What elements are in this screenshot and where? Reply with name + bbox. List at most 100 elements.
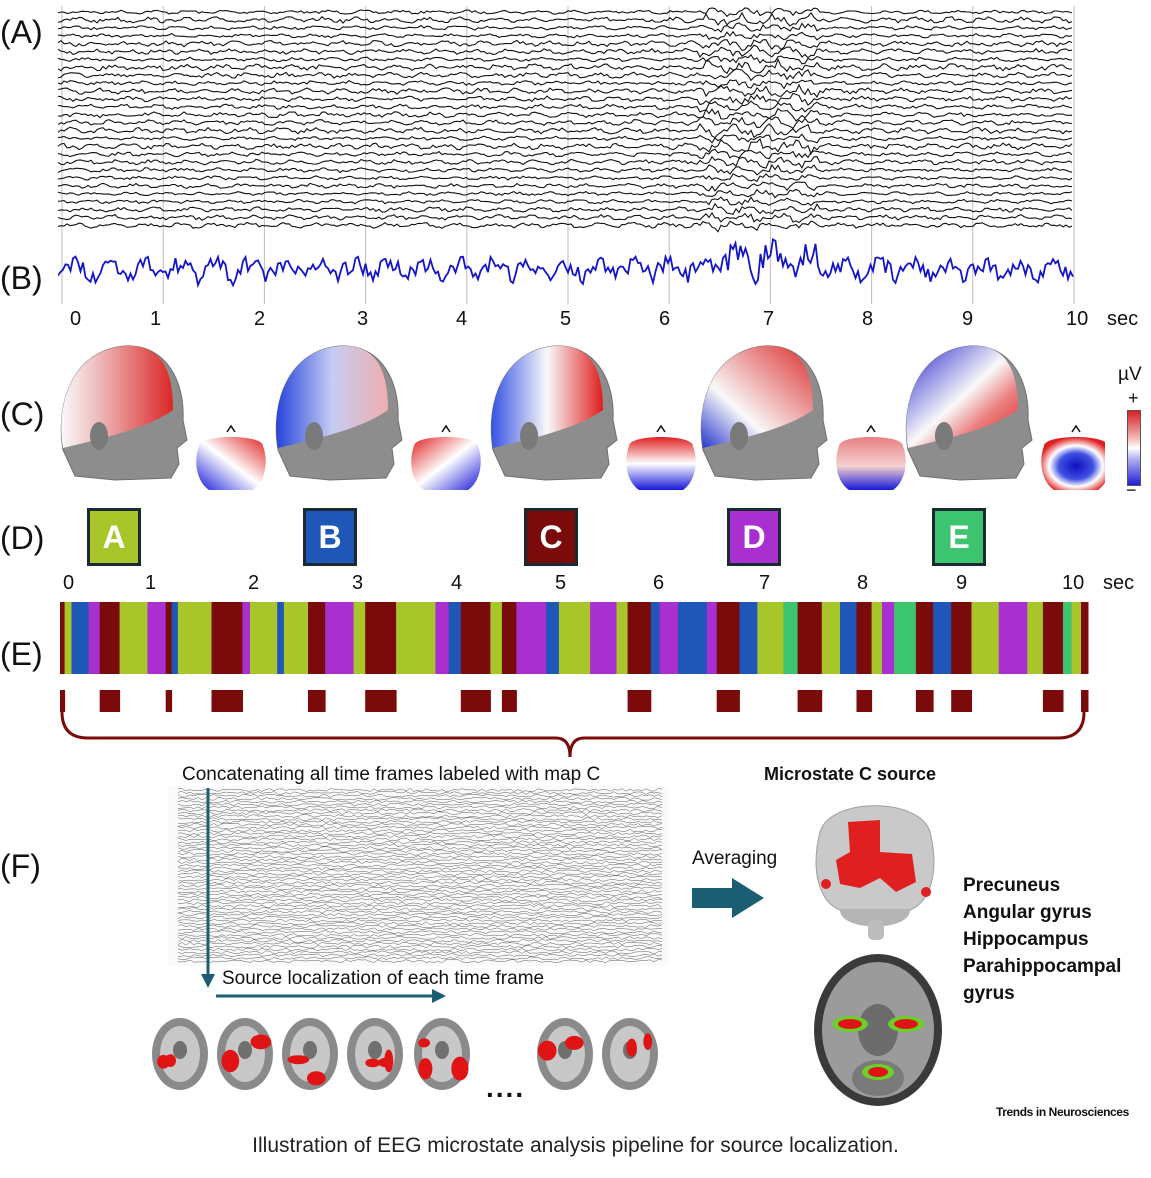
concat-trace bbox=[177, 802, 663, 807]
microstate-segment bbox=[516, 602, 547, 674]
tick-label: 10 bbox=[1066, 308, 1089, 330]
microstate-segment bbox=[365, 602, 397, 674]
microstate-segment bbox=[435, 602, 450, 674]
eeg-channel-trace bbox=[58, 92, 1073, 106]
map-c-frame bbox=[501, 690, 517, 712]
tick-label: 5 bbox=[560, 308, 572, 330]
tick-label: 0 bbox=[63, 572, 75, 594]
eeg-channel-trace bbox=[58, 57, 1073, 75]
map-c-frame bbox=[60, 690, 66, 712]
topomap-shape bbox=[1041, 437, 1105, 490]
source-blob bbox=[250, 1034, 272, 1050]
source-blob bbox=[221, 1049, 240, 1073]
microstate-segment bbox=[501, 602, 517, 674]
microstate-segment bbox=[88, 602, 101, 674]
eeg-channel-trace bbox=[58, 39, 1073, 52]
selection-brace bbox=[60, 711, 1086, 758]
topomap-shape bbox=[411, 437, 481, 490]
topomap bbox=[836, 424, 906, 490]
nose-marker bbox=[441, 424, 451, 433]
source-blob bbox=[287, 1055, 310, 1065]
microstate-d-box: D bbox=[727, 508, 781, 566]
head-topography bbox=[905, 345, 1105, 490]
eeg-channel-trace bbox=[58, 123, 1073, 139]
microstate-segment bbox=[739, 602, 758, 674]
eeg-channel-trace bbox=[58, 133, 1073, 144]
brainstem bbox=[868, 920, 884, 940]
tick-label: 4 bbox=[451, 572, 463, 594]
microstate-segment bbox=[490, 602, 503, 674]
brain-slice bbox=[152, 1018, 208, 1090]
eeg-channel-trace bbox=[58, 44, 1073, 59]
microstate-segment bbox=[650, 602, 660, 674]
microstate-segment bbox=[971, 602, 1000, 674]
microstate-segment bbox=[277, 602, 285, 674]
tick-label: 7 bbox=[763, 308, 775, 330]
panel-label-b: (B) bbox=[0, 260, 43, 296]
panel-label-a: (A) bbox=[0, 14, 43, 50]
map-c-frame bbox=[716, 690, 740, 712]
microstate-segment bbox=[757, 602, 784, 674]
concat-trace bbox=[177, 921, 663, 926]
time-axis-top: 0 1 2 3 4 5 6 7 8 9 10 sec bbox=[0, 308, 1151, 334]
region-item: gyrus bbox=[963, 983, 1015, 1004]
brain-slice bbox=[602, 1018, 658, 1090]
scalp-map bbox=[906, 345, 1018, 448]
brain-slice bbox=[217, 1018, 273, 1090]
tick-label: 6 bbox=[653, 572, 665, 594]
concat-trace bbox=[177, 883, 663, 888]
microstate-segment bbox=[402, 602, 436, 674]
microstate-segment bbox=[64, 602, 72, 674]
map-c-frame bbox=[308, 690, 326, 712]
concat-trace bbox=[177, 814, 663, 818]
topomap bbox=[411, 424, 481, 490]
microstate-segment bbox=[308, 602, 326, 674]
brain-slice bbox=[282, 1018, 338, 1090]
concat-trace bbox=[177, 924, 663, 928]
eeg-channel-trace bbox=[58, 22, 1073, 33]
concat-trace bbox=[177, 915, 663, 920]
microstate-segment bbox=[211, 602, 243, 674]
slice-center bbox=[303, 1041, 317, 1059]
tick-label: 8 bbox=[857, 572, 869, 594]
concat-trace bbox=[177, 799, 663, 804]
tick-label: 6 bbox=[659, 308, 671, 330]
concat-trace bbox=[177, 817, 663, 821]
tick-label: 3 bbox=[352, 572, 364, 594]
microstate-segment bbox=[177, 602, 212, 674]
concat-trace bbox=[177, 898, 663, 902]
eeg-channel-trace bbox=[58, 188, 1073, 199]
concat-trace bbox=[177, 820, 663, 824]
eeg-channel-trace bbox=[58, 83, 1073, 99]
microstate-segment bbox=[616, 602, 629, 674]
microstate-segment bbox=[706, 602, 718, 674]
concat-trace bbox=[177, 791, 663, 795]
concat-trace bbox=[177, 918, 663, 923]
concat-trace bbox=[177, 878, 663, 882]
eeg-channel-trace bbox=[58, 173, 1073, 183]
concat-trace bbox=[177, 936, 663, 940]
microstate-segment bbox=[396, 602, 404, 674]
source-blob bbox=[626, 1038, 637, 1057]
nose-marker bbox=[226, 424, 236, 433]
microstate-segment bbox=[1063, 602, 1073, 674]
microstate-segment bbox=[353, 602, 366, 674]
concat-trace bbox=[177, 886, 663, 891]
concat-trace bbox=[177, 788, 663, 792]
microstate-segment bbox=[840, 602, 857, 674]
microstate-segment bbox=[325, 602, 355, 674]
concat-trace bbox=[177, 875, 663, 879]
concat-trace bbox=[177, 831, 663, 836]
concat-trace bbox=[177, 834, 663, 839]
eeg-channel-trace bbox=[58, 11, 1073, 27]
microstate-segment bbox=[165, 602, 173, 674]
concat-trace bbox=[177, 840, 663, 844]
axial-mri-source bbox=[814, 954, 942, 1106]
region-item: Hippocampus bbox=[963, 929, 1089, 950]
source-region bbox=[821, 879, 831, 889]
eeg-channel-trace bbox=[58, 7, 1073, 18]
concat-trace bbox=[177, 805, 663, 810]
topomap-shape bbox=[626, 437, 696, 490]
map-c-frame bbox=[1042, 690, 1064, 712]
head-topography bbox=[700, 345, 906, 490]
